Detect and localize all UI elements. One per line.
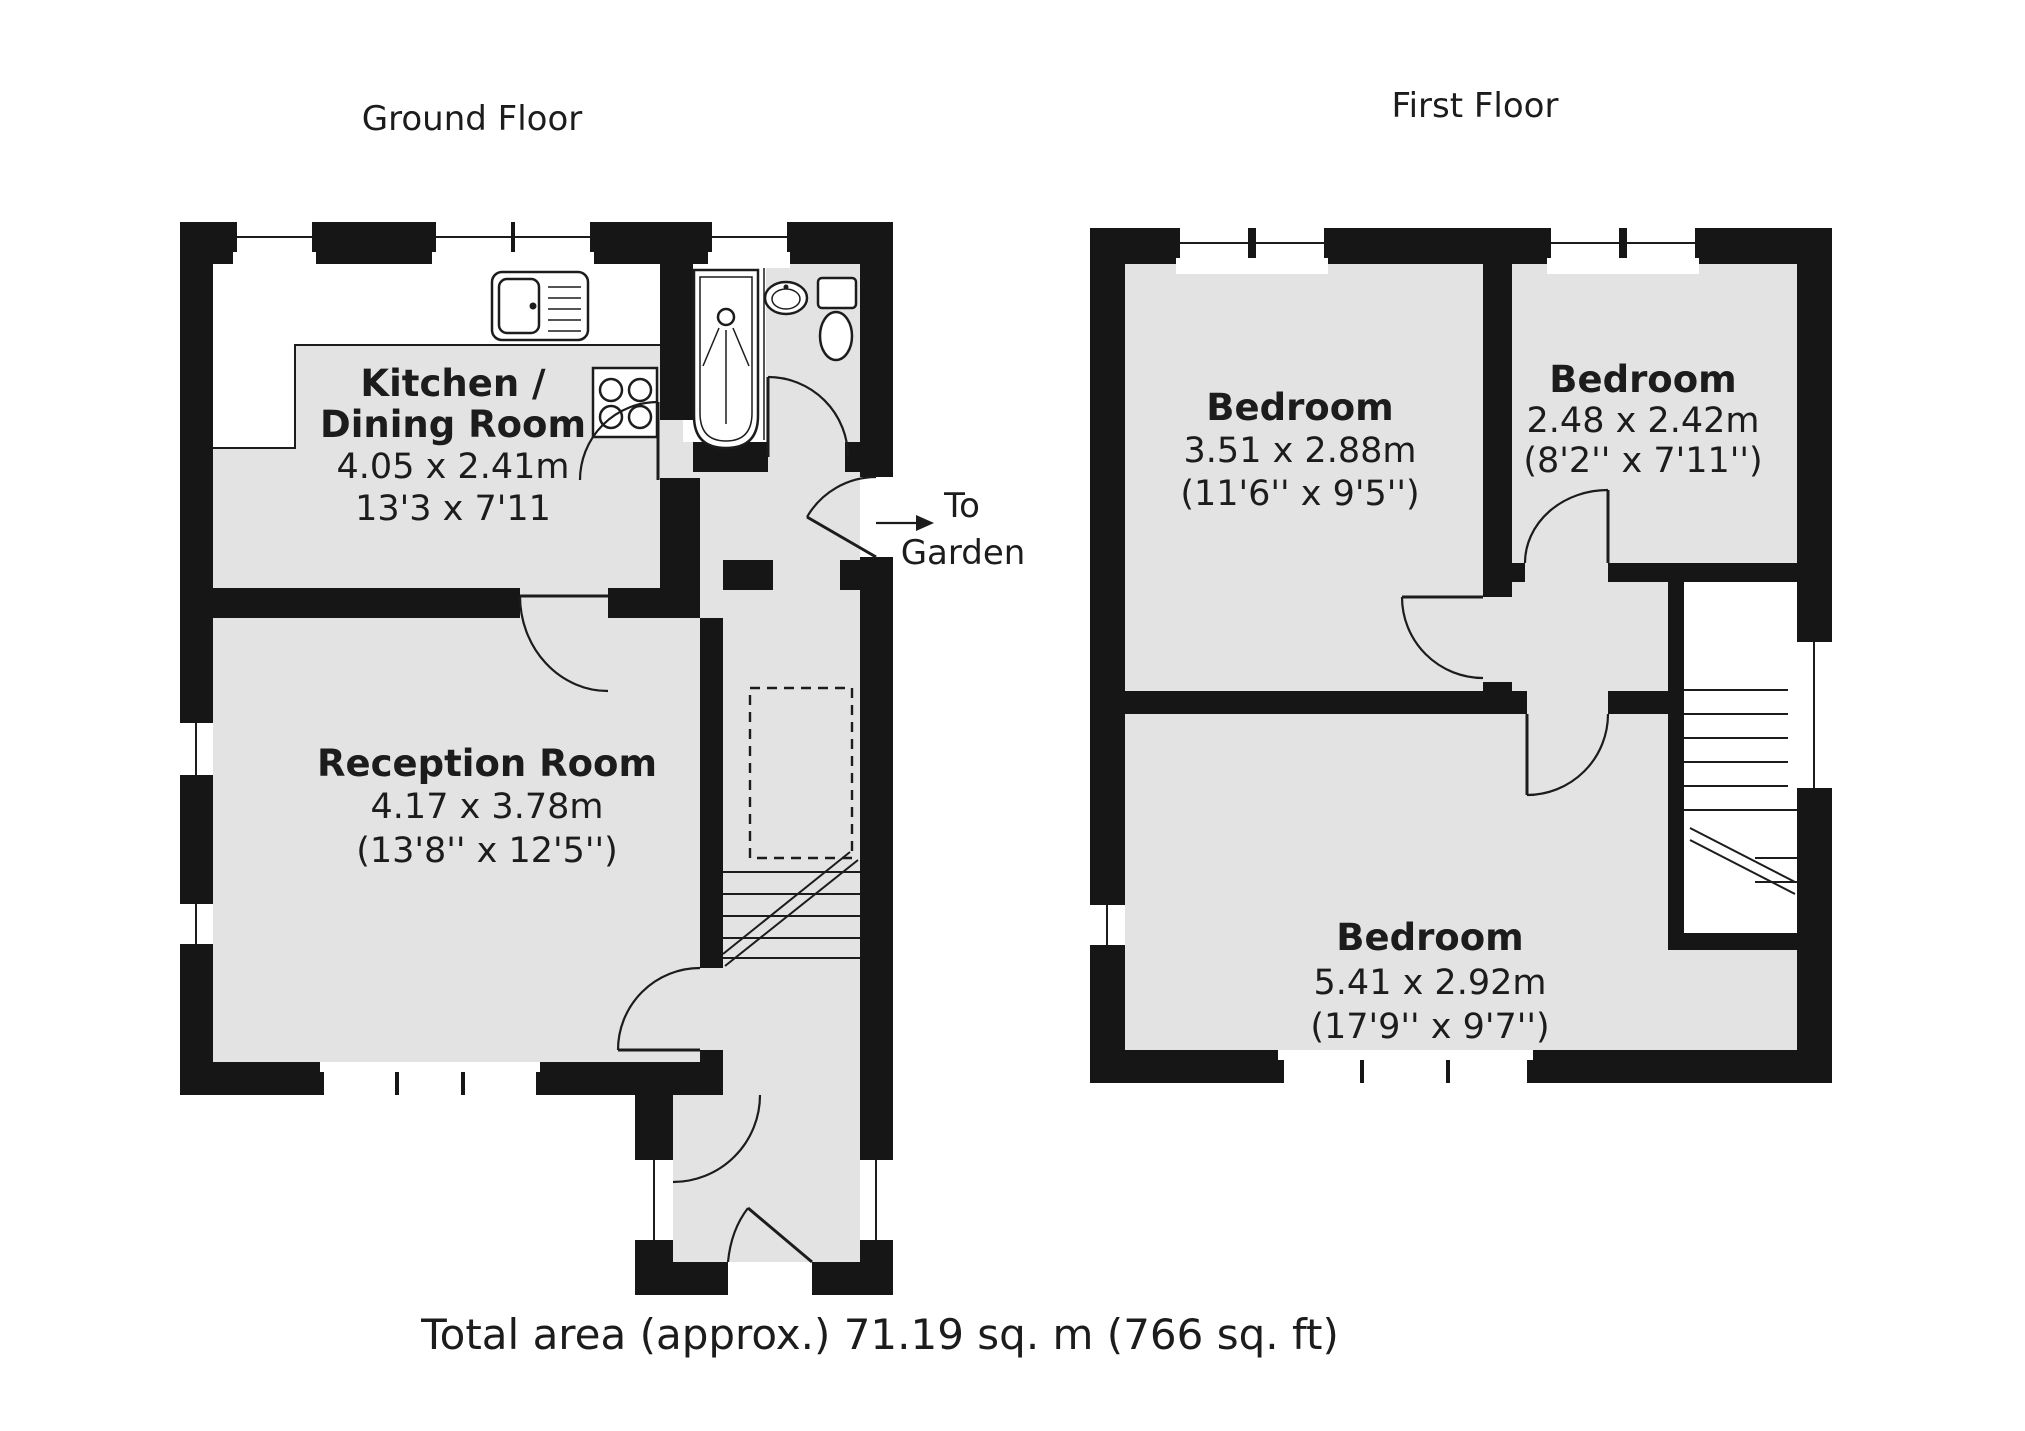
door-bedroom-left — [1400, 595, 1484, 680]
window — [1547, 228, 1699, 274]
wall-left — [1090, 228, 1125, 1083]
door-reception-hall — [616, 966, 701, 1052]
wash-basin — [763, 280, 809, 316]
wall-lobby-hall-left — [723, 560, 773, 590]
bedroom-left-label: Bedroom — [1206, 386, 1393, 429]
toilet — [816, 276, 858, 362]
wall-right-upper — [860, 222, 893, 477]
porch-wall-bottom-left — [635, 1262, 728, 1295]
porch-wall-bottom-right — [812, 1262, 893, 1295]
wall-kitchen-reception-right — [608, 588, 660, 618]
window — [1278, 1050, 1533, 1083]
staircase — [1684, 582, 1797, 933]
door-bedroom-right — [1523, 488, 1610, 564]
bedroom-bottom-dims-imperial: (17'9'' x 9'7'') — [1310, 1007, 1549, 1047]
wall-bed2-bottom-right — [1608, 563, 1797, 582]
kitchen-dims-imperial: 13'3 x 7'11 — [355, 489, 551, 529]
worktop-edge — [213, 344, 660, 449]
reception-label: Reception Room — [317, 742, 657, 785]
garden-arrow-icon — [876, 515, 934, 531]
window — [1090, 905, 1125, 945]
wall-landing-bed3 — [1608, 691, 1684, 714]
kitchen-dims-metric: 4.05 x 2.41m — [337, 447, 570, 487]
porch-floor — [673, 1095, 860, 1262]
garden-label-line2: Garden — [901, 533, 1026, 573]
bedroom-right-dims-imperial: (8'2'' x 7'11'') — [1523, 441, 1762, 481]
wall-kitchen-bathroom — [660, 264, 693, 420]
window — [708, 222, 790, 268]
door-bathroom — [766, 375, 850, 458]
staircase — [722, 686, 860, 967]
total-area-label: Total area (approx.) 71.19 sq. m (766 sq… — [420, 1310, 1339, 1359]
wall-right-lower — [860, 557, 893, 1095]
door-kitchen-lobby — [578, 400, 660, 481]
bedroom-bottom-dims-metric: 5.41 x 2.92m — [1314, 963, 1547, 1003]
window — [180, 904, 213, 944]
wall-bed1-bed3 — [1125, 691, 1527, 714]
first-floor-title: First Floor — [1392, 86, 1559, 126]
porch-wall-jog — [673, 1062, 723, 1095]
window — [320, 1062, 540, 1095]
kitchen-label-line1: Kitchen / — [360, 362, 546, 405]
bedroom-left-dims-metric: 3.51 x 2.88m — [1184, 431, 1417, 471]
wall-stairwell-left — [1668, 582, 1684, 933]
garden-label-line1: To — [943, 486, 980, 526]
wall-lobby-block — [660, 478, 700, 618]
kitchen-sink — [490, 270, 590, 342]
ground-floor-plan: Ground Floor Kitchen / Dining Room 4.05 … — [180, 99, 1025, 1295]
wall-reception-hall-upper — [700, 618, 723, 968]
bedroom-right-dims-metric: 2.48 x 2.42m — [1527, 401, 1760, 441]
wall-kitchen-reception-left — [213, 588, 520, 618]
kitchen-label-line2: Dining Room — [320, 403, 586, 446]
wall-bed1-bed2 — [1483, 264, 1512, 597]
ground-floor-title: Ground Floor — [362, 99, 582, 139]
reception-dims-metric: 4.17 x 3.78m — [371, 787, 604, 827]
window — [1788, 637, 1832, 793]
shower-head-icon — [702, 307, 750, 424]
window — [432, 222, 594, 268]
window — [233, 222, 316, 268]
first-floor-plan: First Floor Bedroom 3.51 x 2.88m (11'6''… — [1090, 86, 1832, 1083]
wall-stairwell-bottom — [1668, 933, 1797, 950]
window — [1176, 228, 1328, 274]
door-garden — [806, 475, 877, 559]
window — [635, 1160, 673, 1240]
hall-floor — [723, 1062, 860, 1095]
window — [860, 1160, 893, 1240]
door-bedroom-bottom — [1525, 713, 1610, 797]
bathtub — [692, 268, 760, 450]
door-kitchen-reception — [518, 594, 609, 693]
wall-bed2-bottom-left — [1512, 563, 1525, 582]
wall-left — [180, 222, 213, 1095]
kitchen-worktop-side — [213, 264, 295, 448]
bedroom-right-label: Bedroom — [1549, 358, 1736, 401]
door-front — [726, 1206, 813, 1264]
door-hall-porch — [672, 1094, 762, 1184]
bedroom-bottom-label: Bedroom — [1336, 916, 1523, 959]
window — [180, 723, 213, 775]
reception-dims-imperial: (13'8'' x 12'5'') — [356, 831, 618, 871]
wall-lobby-hall-right — [840, 560, 860, 590]
bedroom-left-dims-imperial: (11'6'' x 9'5'') — [1180, 474, 1419, 514]
